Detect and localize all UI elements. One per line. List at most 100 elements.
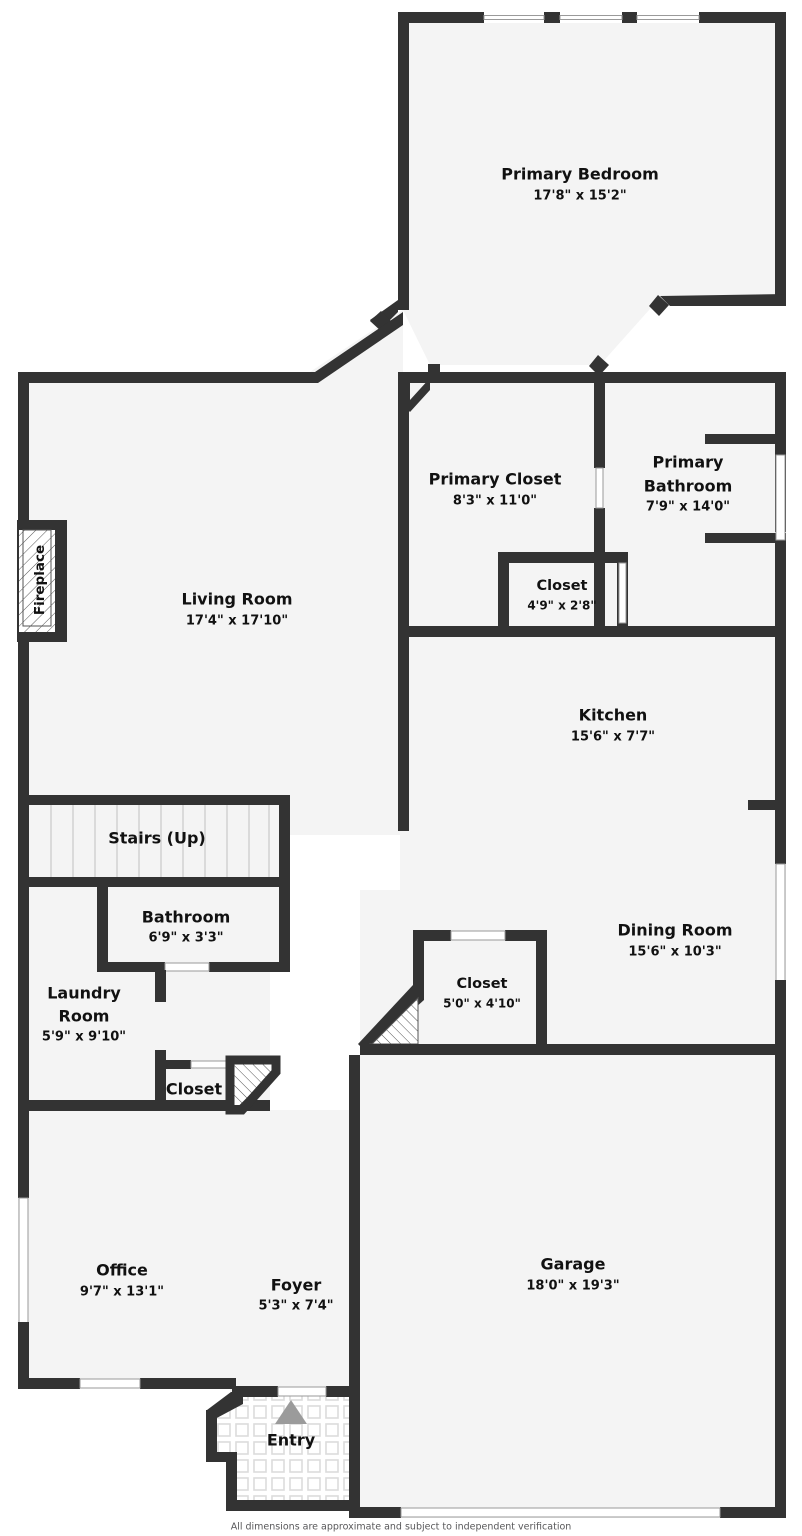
- label-office: Office: [96, 1261, 148, 1280]
- wall-garage-right: [775, 1055, 786, 1518]
- label-foyer: Foyer: [271, 1276, 322, 1295]
- label-garage: Garage: [541, 1255, 606, 1274]
- wall-dining-bottom: [360, 1044, 786, 1055]
- window-bed-1-sash: [483, 15, 545, 20]
- label-entry: Entry: [267, 1431, 316, 1450]
- window-dining-room: [775, 863, 786, 983]
- wall-smallcloset-top: [498, 552, 628, 563]
- wall-entry-notch: [206, 1452, 236, 1462]
- stair-treads: [50, 805, 270, 877]
- dims-dining-room: 15'6" x 10'3": [628, 945, 721, 960]
- wall-dcloset-left: [413, 930, 424, 990]
- fireplace-hatch-inner: [22, 529, 52, 627]
- wall-kitchen-stub: [748, 800, 786, 810]
- fireplace-wall-top: [18, 521, 66, 530]
- label-bathroom: Bathroom: [142, 908, 231, 927]
- wall-living-top: [18, 372, 310, 383]
- dims-primary-closet: 8'3" x 11'0": [453, 494, 537, 509]
- wall-laundry-bottom: [18, 1100, 270, 1111]
- wall-closet-right-lower: [594, 508, 605, 636]
- door-entry-front: [277, 1386, 327, 1397]
- floor-connector: [360, 1055, 786, 1062]
- wall-garage-bottom-right: [720, 1507, 786, 1518]
- walls: [17, 12, 786, 1518]
- label-closet-laundry: Closet: [166, 1080, 223, 1099]
- wall-bathroom-left: [97, 885, 108, 970]
- label-primary-closet: Primary Closet: [429, 470, 562, 489]
- wall-office-bottom-b: [140, 1378, 236, 1389]
- stairs-block: [29, 795, 290, 887]
- dims-kitchen: 15'6" x 7'7": [571, 730, 655, 745]
- wall-closet-ljamb: [398, 383, 410, 400]
- label-living-room: Living Room: [182, 590, 293, 609]
- window-primary-bathroom: [775, 454, 786, 541]
- wall-garage-left: [349, 1055, 360, 1518]
- dims-office: 9'7" x 13'1": [80, 1285, 164, 1300]
- wall-entry-left-lower: [226, 1452, 237, 1510]
- wall-bath-right-upper: [775, 372, 786, 532]
- wall-entry-top-right: [326, 1386, 360, 1397]
- wall-bathroom-right: [279, 885, 290, 970]
- wall-bedroom-doorjamb-d: [589, 355, 609, 376]
- wall-living-left-upper: [18, 372, 29, 527]
- label-closet-primary: Closet: [537, 578, 588, 594]
- label-primary-bathroom-line1: Primary: [653, 453, 724, 472]
- window-bed-3-sash: [636, 15, 700, 20]
- wall-entry-top-left: [232, 1386, 278, 1397]
- wall-laundry-passage-upper: [155, 970, 166, 1002]
- wall-office-bottom-a: [18, 1378, 80, 1389]
- dims-laundry: 5'9" x 9'10": [42, 1030, 126, 1045]
- dims-closet-dining: 5'0" x 4'10": [443, 997, 521, 1011]
- label-primary-bedroom: Primary Bedroom: [501, 165, 659, 184]
- label-laundry-line1: Laundry: [47, 984, 121, 1003]
- wall-bedroom-left: [398, 12, 409, 310]
- floor-garage: [360, 1055, 786, 1518]
- dims-garage: 18'0" x 19'3": [526, 1279, 619, 1294]
- wall-mid-top: [398, 372, 786, 383]
- label-fireplace: Fireplace: [32, 545, 48, 615]
- wall-smallcloset-left: [498, 552, 509, 634]
- wall-laundry-left: [18, 795, 29, 1111]
- wall-bath-right-lower: [775, 540, 786, 630]
- floor-fills: [18, 16, 786, 1518]
- wall-dining-right-lower: [775, 980, 786, 1060]
- dims-living-room: 17'4" x 17'10": [186, 614, 288, 629]
- door-primary-closet: [595, 467, 604, 509]
- label-stairs: Stairs (Up): [108, 829, 206, 848]
- wall-bedroom-doorjamb-c: [649, 295, 669, 316]
- door-dining-closet: [450, 930, 506, 941]
- label-closet-dining: Closet: [457, 976, 508, 992]
- label-kitchen: Kitchen: [579, 706, 648, 725]
- wall-stairs-top: [29, 795, 290, 805]
- wall-bath-stub-top: [705, 434, 786, 444]
- dims-bathroom: 6'9" x 3'3": [148, 931, 223, 946]
- room-labels: Primary Bedroom 17'8" x 15'2" Primary Cl…: [32, 165, 733, 1450]
- entry-tile-floor: [212, 1392, 355, 1502]
- window-office-bottom: [79, 1378, 141, 1389]
- dims-primary-bedroom: 17'8" x 15'2": [533, 189, 626, 204]
- window-bed-2: [560, 12, 622, 23]
- floor-office-foyer: [18, 1110, 360, 1425]
- label-laundry-line2: Room: [59, 1007, 110, 1026]
- wall-dcloset-top-left: [413, 930, 451, 941]
- window-bed-3: [637, 12, 699, 23]
- fireplace: [17, 520, 67, 642]
- wall-laundry-passage-lower: [155, 1050, 166, 1066]
- wall-bathroom-bottom-right: [209, 962, 290, 972]
- wall-lcloset-top-left: [155, 1060, 191, 1069]
- entry-direction-arrow-icon: [275, 1400, 307, 1424]
- wall-kitchen-top-right: [617, 626, 786, 637]
- wall-bathroom-bottom-left: [97, 962, 165, 972]
- fireplace-wall-bottom: [18, 632, 66, 641]
- window-bed-1: [484, 12, 544, 23]
- wall-dining-right-upper: [775, 806, 786, 864]
- wall-lcloset-left: [155, 1060, 166, 1110]
- wall-entry-left: [206, 1410, 217, 1462]
- garage-door: [400, 1507, 721, 1518]
- wall-kitchen-right: [775, 630, 786, 802]
- wall-dcloset-top-right: [505, 930, 547, 941]
- wall-bedroom-right-lower: [660, 294, 786, 306]
- lcloset-wedge-outline: [225, 1055, 281, 1115]
